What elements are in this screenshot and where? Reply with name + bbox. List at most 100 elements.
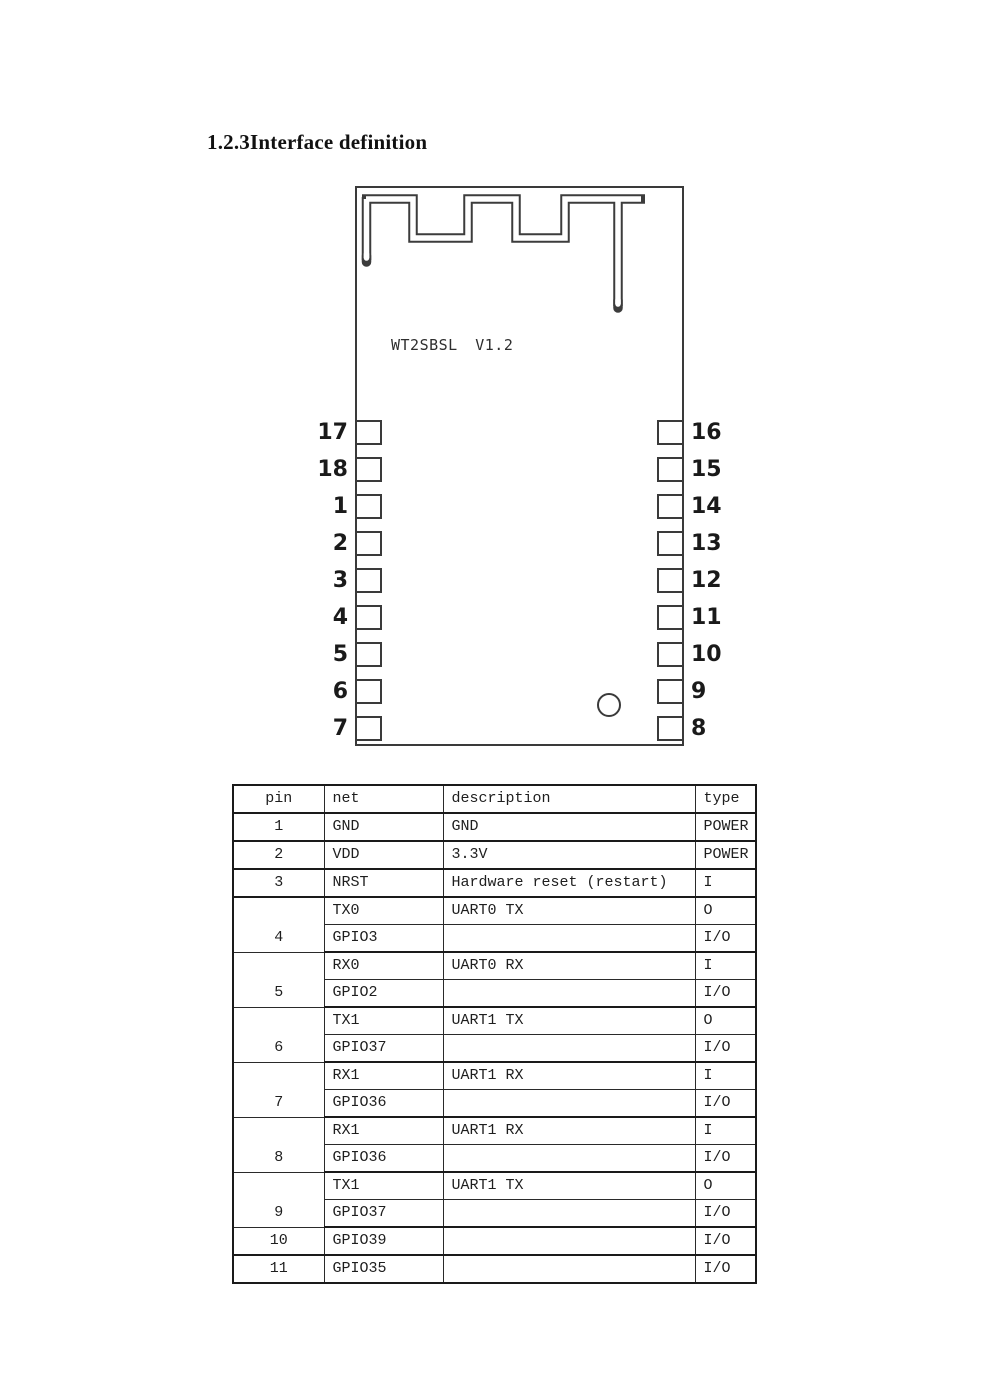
cell-description (442, 1226, 696, 1256)
pin-pad (657, 531, 684, 556)
pin-row-left: 5 (250, 642, 382, 667)
cell-type: POWER (694, 812, 757, 842)
column-header-description: description (442, 784, 696, 814)
cell-type: I/O (694, 1254, 757, 1284)
pin-number: 2 (332, 531, 348, 556)
cell-pin: 4 (232, 896, 325, 953)
pin-row-left: 4 (250, 605, 382, 630)
pin-pad (355, 568, 382, 593)
cell-net: GPIO37 (323, 1199, 444, 1228)
cell-pin: 8 (232, 1116, 325, 1173)
cell-pin: 9 (232, 1171, 325, 1228)
pin-row-right: 9 (657, 679, 706, 704)
pin-row-right: 8 (657, 716, 706, 741)
pin-number: 9 (691, 679, 707, 704)
table-row: 9 TX1 UART1 TX O (232, 1171, 757, 1228)
cell-net: NRST (323, 868, 444, 898)
pin-pad (657, 716, 684, 741)
table-row: 4 TX0 UART0 TX O (232, 896, 757, 953)
table-row: 10 GPIO39 I/O (232, 1226, 757, 1256)
section-title: 1.2.3Interface definition (207, 130, 428, 154)
cell-net: GPIO3 (323, 924, 444, 953)
pin-row-right: 12 (657, 568, 722, 593)
pin-number: 8 (691, 716, 707, 741)
pin-row-right: 16 (657, 420, 722, 445)
pin-pad (355, 605, 382, 630)
cell-net: TX0 (323, 896, 444, 925)
cell-type: I (694, 868, 757, 898)
cell-pin: 7 (232, 1061, 325, 1118)
table-row: 6 TX1 UART1 TX O (232, 1006, 757, 1063)
table-row: 1 GND GND POWER (232, 812, 757, 842)
pin-pad (355, 494, 382, 519)
cell-net: GPIO36 (323, 1089, 444, 1118)
pin-pad (355, 531, 382, 556)
pin-pad (657, 457, 684, 482)
cell-net: GPIO36 (323, 1144, 444, 1173)
pin-row-left: 7 (250, 716, 382, 741)
pin-pad (657, 420, 684, 445)
cell-description: UART0 RX (442, 951, 696, 980)
cell-description: UART1 TX (442, 1171, 696, 1200)
cell-pin: 6 (232, 1006, 325, 1063)
table-row: GPIO3 I/O (233, 924, 757, 953)
table-row: GPIO36 I/O (233, 1144, 757, 1173)
pin-number: 3 (332, 568, 348, 593)
pin-number: 18 (317, 457, 348, 482)
cell-pin: 1 (232, 812, 325, 842)
table-row: GPIO37 I/O (233, 1199, 757, 1228)
pin-row-left: 3 (250, 568, 382, 593)
cell-pin: 5 (232, 951, 325, 1008)
cell-description: UART1 RX (442, 1061, 696, 1090)
pin-row-right: 13 (657, 531, 722, 556)
cell-type: I/O (694, 1034, 757, 1063)
table-row: 11 GPIO35 I/O (232, 1254, 757, 1284)
pin-number: 1 (332, 494, 348, 519)
pin-number: 15 (691, 457, 722, 482)
pin-number: 10 (691, 642, 722, 667)
pin-number: 14 (691, 494, 722, 519)
pin-row-left: 6 (250, 679, 382, 704)
cell-description (442, 979, 696, 1008)
module-label: WT2SBSL V1.2 (391, 336, 514, 354)
cell-net: GND (323, 812, 444, 842)
cell-description: 3.3V (442, 840, 696, 870)
cell-net: TX1 (323, 1171, 444, 1200)
pin-row-right: 14 (657, 494, 722, 519)
pin-number: 5 (332, 642, 348, 667)
table-row: GPIO37 I/O (233, 1034, 757, 1063)
cell-net: RX1 (323, 1116, 444, 1145)
cell-type: O (694, 1171, 757, 1200)
pin-definition-table: pin net description type 1 GND GND POWER… (232, 784, 757, 1284)
module-hole-icon (597, 693, 621, 717)
cell-type: I/O (694, 1089, 757, 1118)
column-header-pin: pin (232, 784, 325, 814)
cell-type: O (694, 896, 757, 925)
pin-pad (657, 679, 684, 704)
pin-pad (657, 568, 684, 593)
column-header-type: type (694, 784, 757, 814)
table-row: GPIO2 I/O (233, 979, 757, 1008)
table-row: 2 VDD 3.3V POWER (232, 840, 757, 870)
table-row: GPIO36 I/O (233, 1089, 757, 1118)
cell-pin: 2 (232, 840, 325, 870)
cell-type: I (694, 1116, 757, 1145)
cell-description (442, 1144, 696, 1173)
pin-row-left: 1 (250, 494, 382, 519)
cell-description (442, 1089, 696, 1118)
cell-type: I (694, 951, 757, 980)
cell-type: O (694, 1006, 757, 1035)
cell-type: I/O (694, 924, 757, 953)
cell-description (442, 1034, 696, 1063)
cell-pin: 11 (232, 1254, 325, 1284)
pin-row-right: 15 (657, 457, 722, 482)
cell-net: GPIO35 (323, 1254, 444, 1284)
pin-row-right: 10 (657, 642, 722, 667)
cell-type: I/O (694, 1144, 757, 1173)
table-row: 8 RX1 UART1 RX I (232, 1116, 757, 1173)
cell-net: GPIO37 (323, 1034, 444, 1063)
pin-number: 12 (691, 568, 722, 593)
cell-pin: 3 (232, 868, 325, 898)
cell-type: POWER (694, 840, 757, 870)
column-header-net: net (323, 784, 444, 814)
